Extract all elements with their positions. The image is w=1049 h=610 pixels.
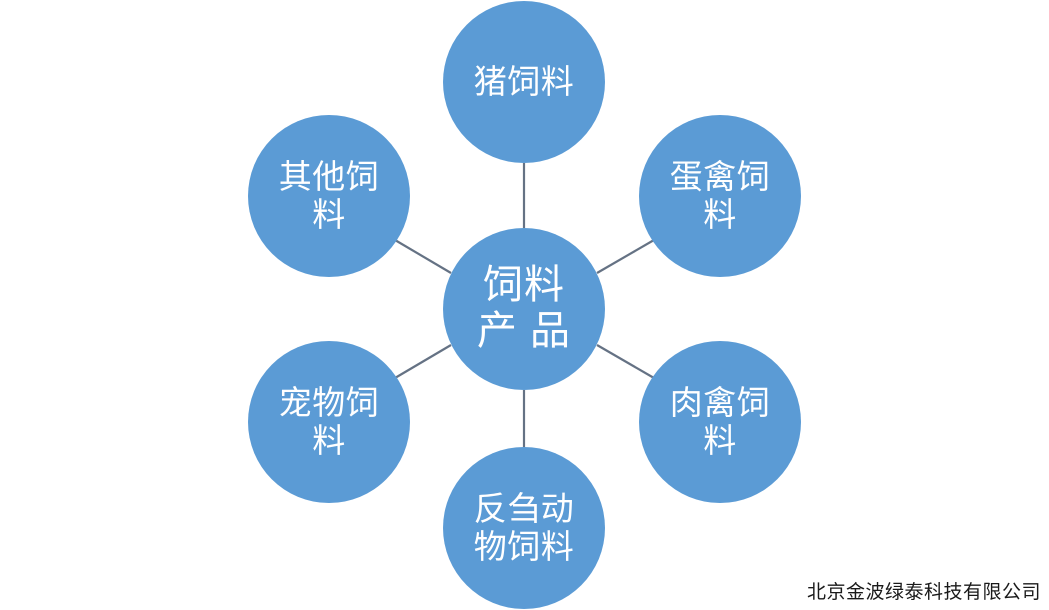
node-pet-feed-label: 宠物饲 料 bbox=[278, 384, 380, 459]
center-to-meat-poultry bbox=[596, 344, 655, 379]
node-ruminant[interactable]: 反刍动 物饲料 bbox=[443, 447, 605, 609]
center-to-pet-feed bbox=[394, 344, 452, 379]
node-center-feed-products-label: 饲料 产 品 bbox=[476, 263, 572, 353]
node-meat-poultry-label: 肉禽饲 料 bbox=[669, 384, 771, 459]
node-egg-poultry-label: 蛋禽饲 料 bbox=[669, 158, 771, 233]
node-pet-feed[interactable]: 宠物饲 料 bbox=[248, 341, 410, 503]
node-other-feed[interactable]: 其他饲 料 bbox=[248, 115, 410, 277]
node-pig-feed[interactable]: 猪饲料 bbox=[443, 1, 605, 163]
node-meat-poultry[interactable]: 肉禽饲 料 bbox=[639, 341, 801, 503]
node-pig-feed-label: 猪饲料 bbox=[473, 63, 575, 101]
node-ruminant-label: 反刍动 物饲料 bbox=[473, 490, 575, 565]
node-center-feed-products[interactable]: 饲料 产 品 bbox=[443, 228, 605, 390]
node-egg-poultry[interactable]: 蛋禽饲 料 bbox=[639, 115, 801, 277]
watermark-company-name: 北京金波绿泰科技有限公司 bbox=[806, 582, 1041, 603]
center-to-egg-poultry bbox=[596, 239, 655, 274]
center-to-other-feed bbox=[394, 239, 452, 274]
node-other-feed-label: 其他饲 料 bbox=[278, 158, 380, 233]
